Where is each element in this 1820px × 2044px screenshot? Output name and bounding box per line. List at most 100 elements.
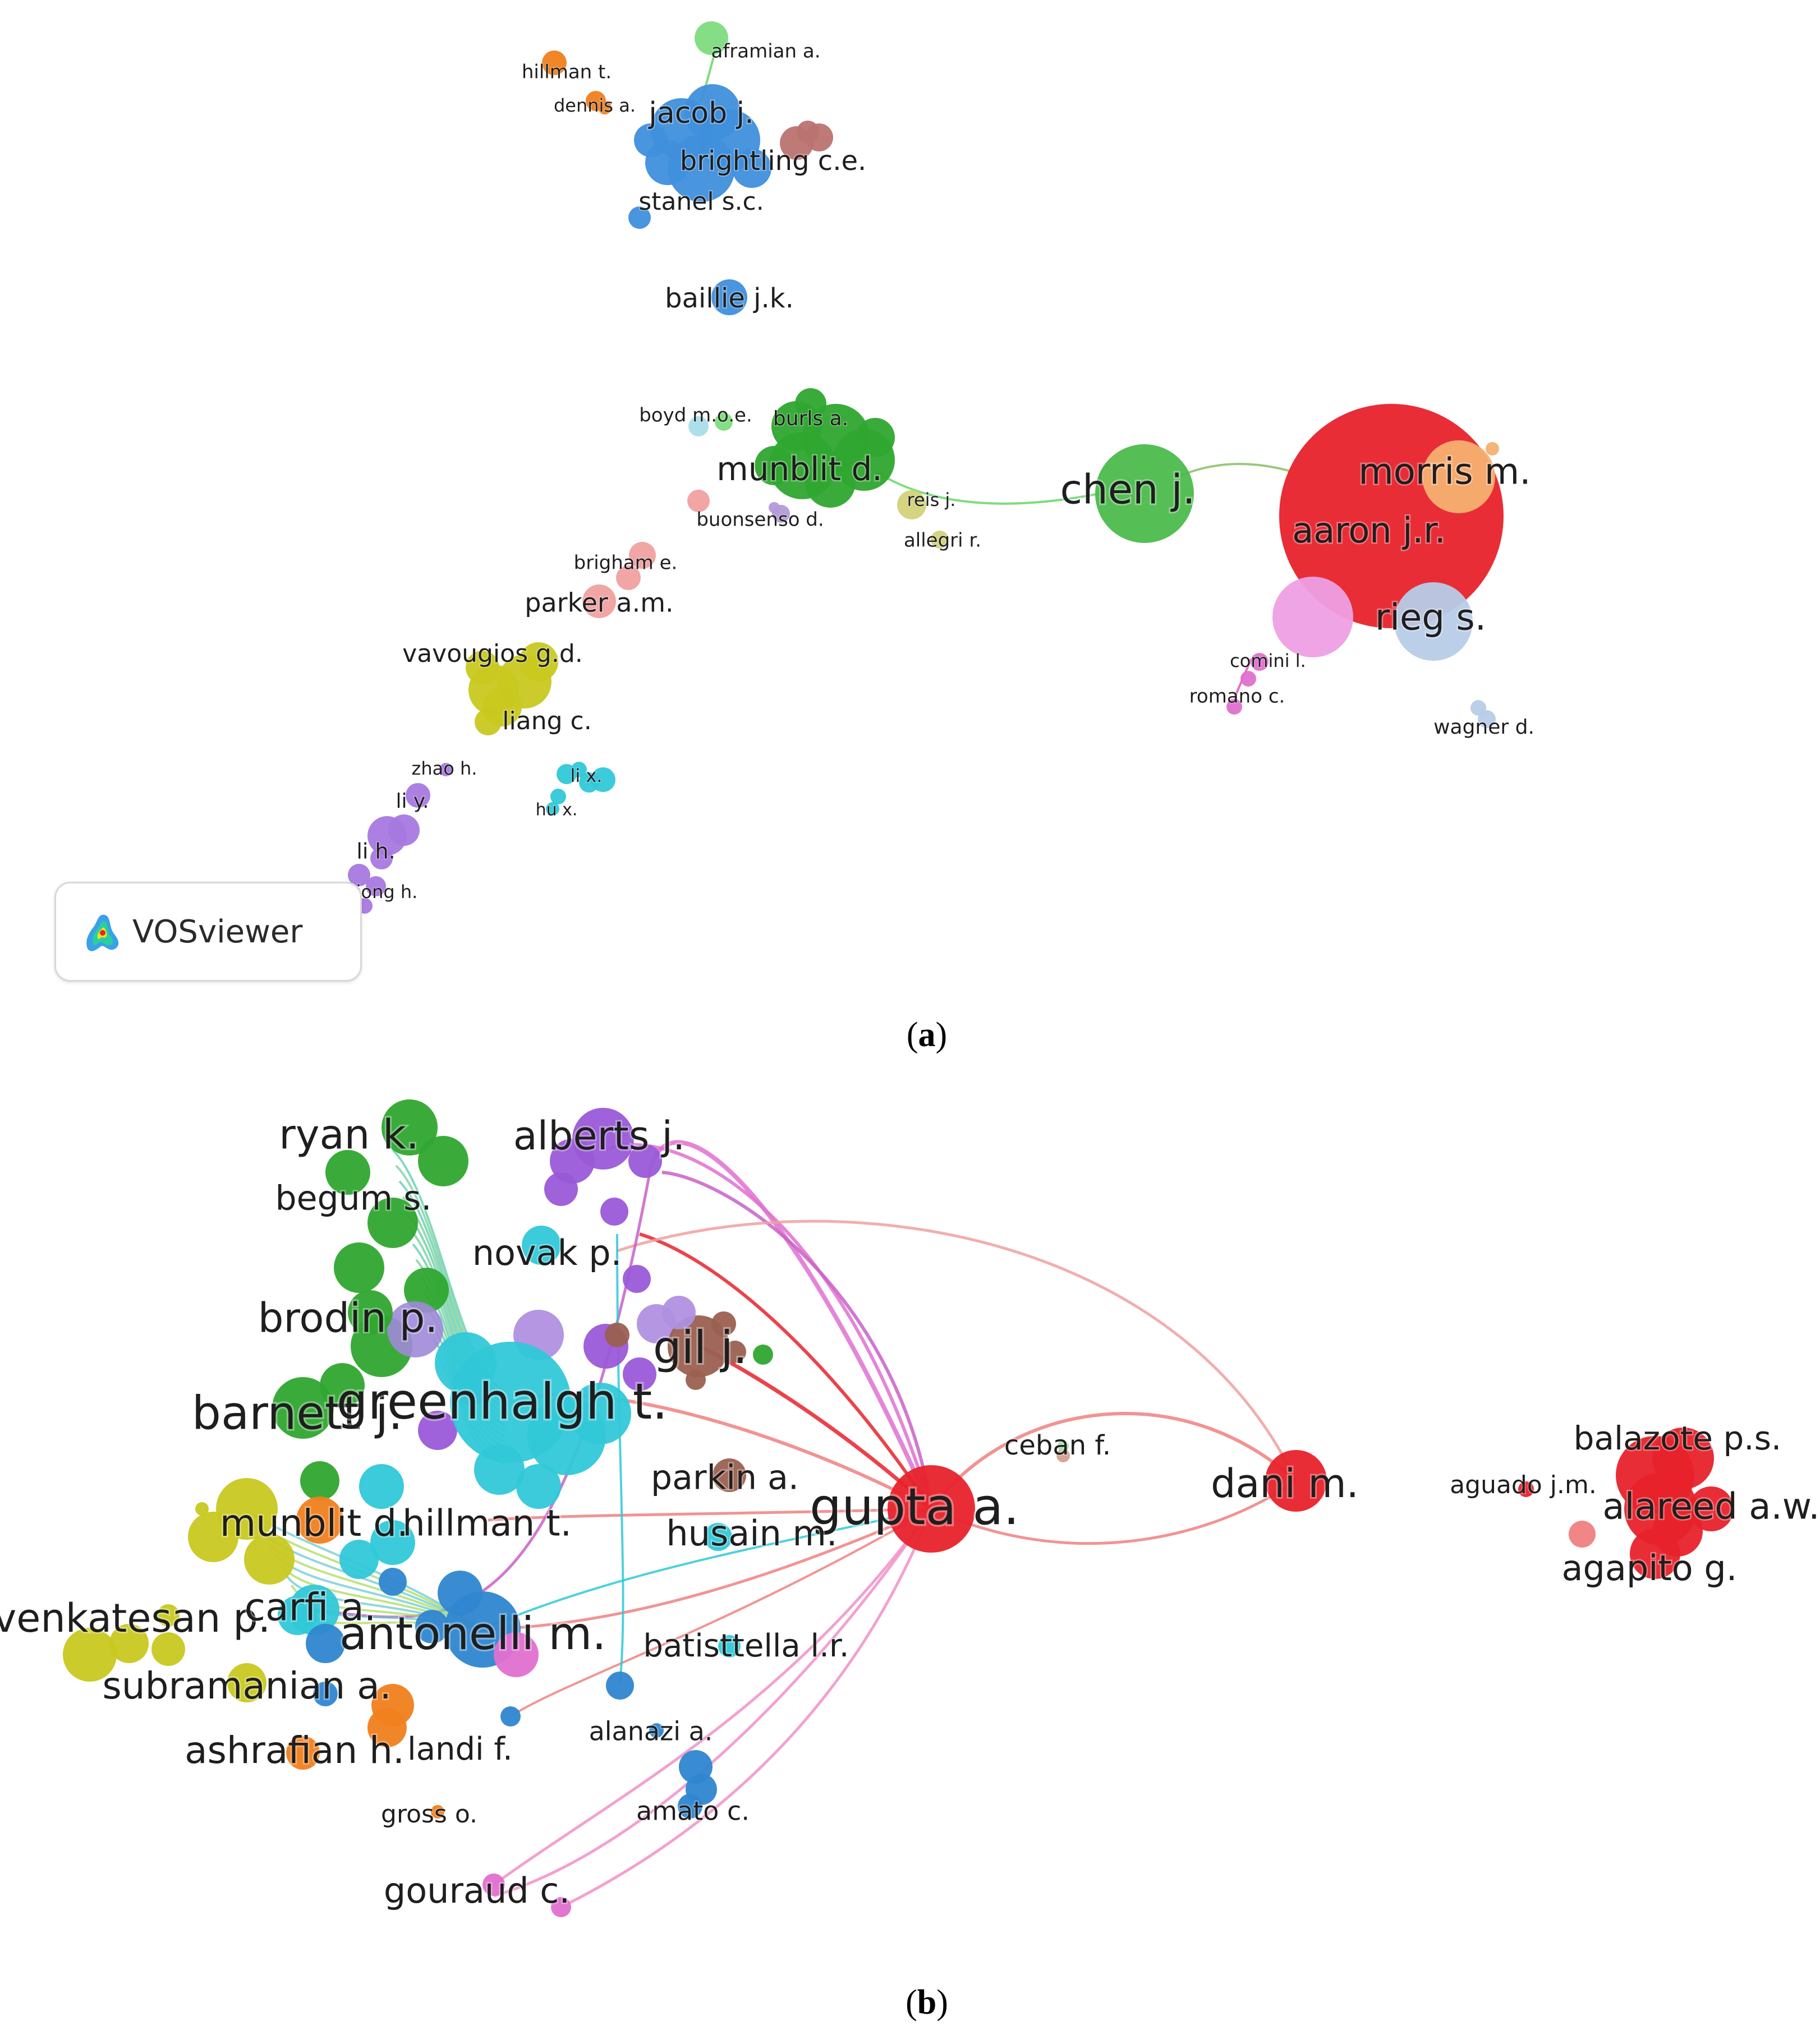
panel-b-node-65 bbox=[359, 1464, 404, 1509]
panel-a-node-36 bbox=[1394, 582, 1473, 661]
panel-a-node-9 bbox=[732, 149, 771, 188]
panel-b-label-balazote-p-s: balazote p.s. bbox=[1574, 1419, 1782, 1457]
panel-b-node-33 bbox=[711, 1311, 736, 1336]
panel-a-nodes bbox=[348, 21, 1504, 914]
panel-b-label-parkin-a: parkin a. bbox=[651, 1458, 799, 1498]
panel-b-edge-3 bbox=[639, 1232, 933, 1510]
panel-b-node-60 bbox=[151, 1632, 185, 1666]
panel-b-node-8 bbox=[272, 1377, 334, 1439]
panel-a-label-aframian-a: aframian a. bbox=[711, 40, 820, 63]
panel-a-label: (a) bbox=[906, 1016, 948, 1054]
panel-a-node-15 bbox=[711, 279, 747, 315]
panel-a-node-24 bbox=[795, 388, 826, 420]
panel-b-node-9 bbox=[300, 1461, 339, 1500]
panel-b-label-agapito-g: agapito g. bbox=[1562, 1548, 1738, 1589]
panel-b-node-32 bbox=[662, 1296, 696, 1329]
panel-b-node-84 bbox=[678, 1794, 702, 1819]
panel-a-label-romano-c: romano c. bbox=[1189, 685, 1285, 708]
panel-a-node-44 bbox=[582, 584, 616, 618]
panel-b-node-61 bbox=[157, 1604, 180, 1627]
panel-b-label-munblit-d: munblit d. bbox=[220, 1502, 408, 1545]
panel-a-label-munblit-d: munblit d. bbox=[716, 450, 883, 488]
panel-a-node-63 bbox=[366, 876, 386, 896]
panel-a-label-dennis-a: dennis a. bbox=[554, 95, 636, 116]
panel-a-node-26 bbox=[687, 490, 710, 512]
panel-a-label-chen-j: chen j. bbox=[1060, 466, 1196, 513]
panel-a-label-li-h: li h. bbox=[356, 839, 395, 864]
panel-b-node-74 bbox=[313, 1682, 338, 1706]
panel-a-node-16 bbox=[688, 416, 709, 436]
panel-a-node-41 bbox=[1478, 710, 1496, 728]
panel-b-node-38 bbox=[713, 1458, 746, 1492]
panel-a-node-1 bbox=[542, 50, 567, 75]
panel-a-label-zhao-h: zhao h. bbox=[412, 758, 477, 779]
panel-b-node-30 bbox=[516, 1464, 561, 1509]
panel-b-label-alberts-j: alberts j. bbox=[513, 1113, 686, 1159]
panel-b-edge-14 bbox=[617, 1219, 1298, 1482]
panel-b-label-hillman-t: hillman t. bbox=[402, 1503, 572, 1545]
panel-b-label-venkatesan-p: venkatesan p. bbox=[0, 1595, 270, 1641]
panel-a-node-61 bbox=[370, 847, 393, 869]
panel-a-label-li-x: li x. bbox=[570, 765, 602, 786]
panel-b-node-59 bbox=[109, 1624, 149, 1663]
panel-b-label-greenhalgh-t: greenhalgh t. bbox=[337, 1373, 668, 1430]
panel-b-node-24 bbox=[418, 1411, 457, 1450]
panel-b-node-3 bbox=[367, 1198, 418, 1248]
panel-b-node-81 bbox=[649, 1723, 664, 1738]
panel-b-edge-13 bbox=[930, 1479, 1297, 1545]
vosviewer-heatmap-icon bbox=[86, 914, 119, 951]
panel-a-node-51 bbox=[439, 763, 453, 776]
panel-b-node-76 bbox=[606, 1672, 634, 1700]
panel-b-node-42 bbox=[1058, 1440, 1069, 1452]
panel-b-label-novak-p: novak p. bbox=[472, 1232, 622, 1273]
panel-b-edge-8 bbox=[509, 1508, 932, 1718]
panel-b-node-17 bbox=[623, 1265, 651, 1293]
panel-b-node-75 bbox=[500, 1706, 521, 1727]
panel-b-node-44 bbox=[1265, 1450, 1327, 1512]
panel-b-edge-10 bbox=[560, 1508, 933, 1909]
panel-b-edge-2 bbox=[661, 1171, 933, 1509]
panel-b-node-41 bbox=[1056, 1449, 1070, 1462]
panel-a-node-53 bbox=[571, 762, 587, 777]
panel-b-edge-9 bbox=[493, 1508, 933, 1886]
panel-a-label-baillie-j-k: baillie j.k. bbox=[665, 283, 794, 314]
panel-b-label-gross-o: gross o. bbox=[381, 1800, 477, 1829]
panel-a-node-37 bbox=[1251, 653, 1269, 671]
panel-a-node-56 bbox=[550, 789, 566, 804]
panel-b-node-1 bbox=[418, 1136, 468, 1186]
panel-b-label-alanazi-a: alanazi a. bbox=[589, 1716, 713, 1747]
panel-b-edge-11 bbox=[493, 1508, 933, 1898]
panel-b-node-2 bbox=[325, 1150, 370, 1195]
panel-b-node-35 bbox=[753, 1345, 773, 1365]
panel-a-node-22 bbox=[805, 457, 856, 508]
panel-b-edge-7 bbox=[482, 1507, 932, 1631]
panel-a-label-reis-j: reis j. bbox=[907, 489, 956, 510]
panel-b-node-79 bbox=[286, 1736, 320, 1770]
panel-a-node-55 bbox=[591, 767, 615, 792]
panel-b-label: (b) bbox=[906, 1983, 948, 2022]
panel-b-node-55 bbox=[188, 1512, 238, 1562]
panel-a-node-47 bbox=[519, 642, 558, 682]
panel-a-node-57 bbox=[546, 802, 559, 816]
panel-b-label-ceban-f: ceban f. bbox=[1004, 1430, 1111, 1461]
panel-b-node-80 bbox=[431, 1805, 444, 1819]
panel-a-node-42 bbox=[629, 542, 656, 569]
panel-a-label-aaron-j-r: aaron j.r. bbox=[1292, 510, 1446, 551]
panel-a-label-buonsenso-d: buonsenso d. bbox=[696, 509, 824, 531]
panel-a-label-allegri-r: allegri r. bbox=[904, 530, 981, 552]
panel-a-node-39 bbox=[1226, 699, 1242, 715]
panel-a-node-23 bbox=[755, 446, 794, 485]
panel-a-label-brightling-c-e: brightling c.e. bbox=[680, 145, 867, 177]
panel-b-node-57 bbox=[195, 1502, 209, 1516]
panel-b-node-40 bbox=[718, 1635, 741, 1658]
panel-a-label-boyd-m-o-e: boyd m.o.e. bbox=[639, 404, 752, 427]
panel-b-node-67 bbox=[339, 1540, 379, 1579]
panel-a-edge-1 bbox=[874, 470, 1100, 505]
panel-b-node-86 bbox=[551, 1897, 571, 1917]
panel-b-node-36 bbox=[686, 1370, 706, 1390]
panel-b-node-22 bbox=[623, 1357, 656, 1391]
panel-b-label-barnett-j: barnett j. bbox=[192, 1387, 403, 1440]
panel-b-edge-16 bbox=[482, 1508, 932, 1631]
panel-b-node-28 bbox=[569, 1383, 631, 1444]
panel-b-node-14 bbox=[544, 1172, 578, 1206]
